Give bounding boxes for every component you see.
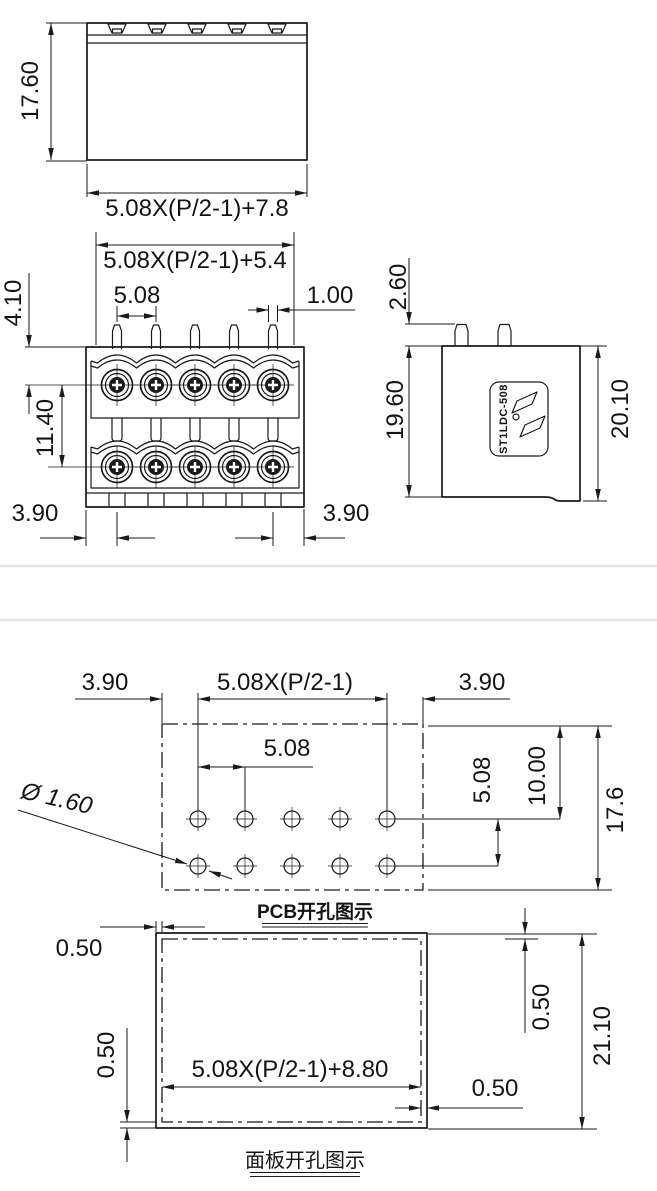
front-pins bbox=[111, 324, 279, 349]
brand-logo-icon bbox=[511, 391, 546, 438]
dim-side-body-height: 19.60 bbox=[382, 380, 409, 440]
pcb-drill-view: 3.90 5.08X(P/2-1) 3.90 5.08 5.08 10.00 1… bbox=[18, 669, 629, 928]
dim-front-pin-offset: 4.10 bbox=[0, 280, 27, 327]
dim-pcb-height: 17.6 bbox=[602, 787, 629, 834]
dim-side-pin-protrusion: 2.60 bbox=[385, 264, 412, 311]
dim-panel-gap-top-left: 0.50 bbox=[56, 935, 103, 962]
dim-panel-gap-bottom-right: 0.50 bbox=[472, 1075, 519, 1102]
bottom-feet bbox=[108, 493, 282, 506]
inter-row-tabs bbox=[111, 418, 279, 442]
screw-terminals-row-2 bbox=[96, 446, 294, 488]
dim-side-overall-height: 20.10 bbox=[607, 379, 634, 439]
terminal-row-1 bbox=[90, 354, 300, 419]
dim-pcb-row-offset: 10.00 bbox=[524, 746, 551, 806]
separator-band bbox=[0, 564, 657, 622]
dim-front-pitch: 5.08 bbox=[114, 282, 161, 309]
part-number: ST1LDC-508 bbox=[498, 384, 510, 454]
dim-pcb-row-pitch: 5.08 bbox=[469, 757, 496, 804]
screw-terminals-row-1 bbox=[96, 364, 294, 406]
part-label: ST1LDC-508 bbox=[489, 381, 549, 457]
dim-front-row-spacing: 11.40 bbox=[32, 399, 59, 457]
top-view: 17.60 5.08X(P/2-1)+7.8 bbox=[17, 22, 308, 222]
front-view: 5.08X(P/2-1)+5.4 5.08 1.00 4.10 11.40 3.… bbox=[0, 232, 369, 546]
dim-front-width: 5.08X(P/2-1)+5.4 bbox=[103, 247, 286, 274]
dim-pcb-pitch: 5.08 bbox=[264, 735, 311, 762]
side-pins bbox=[454, 323, 512, 346]
dim-front-pin-width: 1.00 bbox=[307, 282, 354, 309]
dim-pcb-edge-right: 3.90 bbox=[459, 669, 506, 696]
dim-front-edge-right: 3.90 bbox=[323, 500, 370, 527]
pcb-holes bbox=[186, 807, 399, 878]
side-view: ST1LDC-508 2.60 19.60 20.10 bbox=[382, 258, 634, 502]
dim-top-height: 17.60 bbox=[17, 61, 44, 121]
dim-panel-gap-top-right: 0.50 bbox=[528, 984, 555, 1031]
dim-pcb-span: 5.08X(P/2-1) bbox=[217, 669, 353, 696]
dim-panel-width: 5.08X(P/2-1)+8.80 bbox=[192, 1056, 389, 1083]
panel-view-caption: 面板开孔图示 bbox=[245, 1149, 365, 1172]
dim-panel-height: 21.10 bbox=[589, 1006, 616, 1066]
panel-cutout-view: 0.50 0.50 5.08X(P/2-1)+8.80 0.50 0.50 21… bbox=[56, 908, 616, 1177]
dim-panel-gap-bottom-left: 0.50 bbox=[93, 1032, 120, 1079]
dim-top-width: 5.08X(P/2-1)+7.8 bbox=[105, 195, 288, 222]
dim-pcb-edge-left: 3.90 bbox=[82, 669, 129, 696]
wire-slots bbox=[107, 23, 287, 34]
pcb-view-caption: PCB开孔图示 bbox=[257, 901, 373, 923]
dim-front-edge-left: 3.90 bbox=[12, 500, 59, 527]
